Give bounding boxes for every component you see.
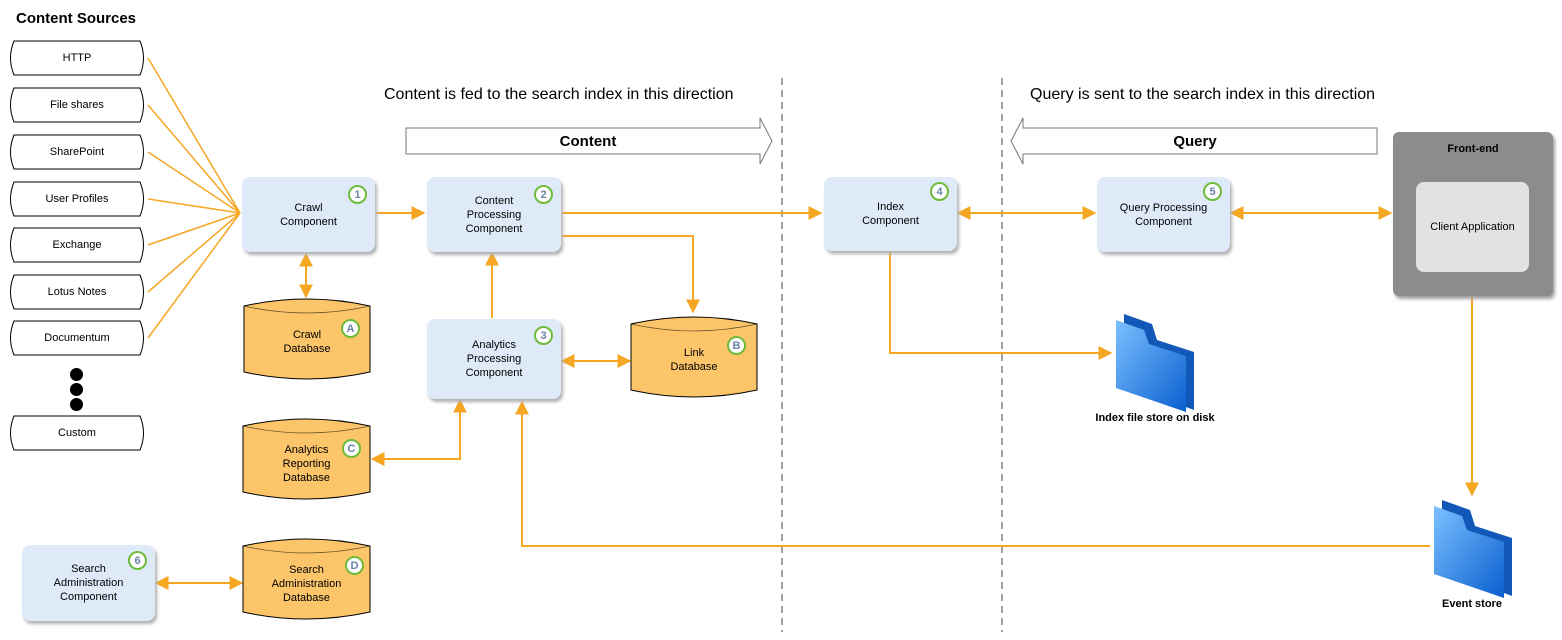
index-file-store-caption: Index file store on disk: [1095, 412, 1215, 424]
source-fan-lines: [147, 57, 241, 339]
front-end-container: Front-end Client Application: [1393, 132, 1553, 296]
content-processing-badge: 2: [534, 185, 553, 204]
query-processing-component: Query Processing Component 5: [1097, 177, 1230, 252]
index-component: Index Component 4: [824, 177, 957, 251]
content-arrow-label: Content: [559, 132, 617, 150]
crawl-database-label: Crawl Database: [283, 329, 331, 355]
event-store-icon: [1434, 500, 1512, 598]
search-administration-label: Search Administration Component: [53, 563, 124, 603]
search-administration-badge: 6: [128, 551, 147, 570]
analytics-processing-component: Analytics Processing Component 3: [427, 319, 561, 399]
search-administration-component: Search Administration Component 6: [22, 545, 155, 621]
analytics-reporting-link: [370, 398, 467, 466]
event-store-caption: Event store: [1442, 598, 1502, 610]
crawl-database-shape: [243, 298, 371, 380]
analytics-processing-badge: 3: [534, 326, 553, 345]
content-arrow-shape: [405, 117, 773, 165]
source-custom: Custom: [58, 427, 96, 439]
content-processing-label: Content Processing Component: [465, 194, 523, 235]
crawl-component-badge: 1: [348, 185, 367, 204]
crawl-component-label: Crawl Component: [280, 201, 337, 228]
source-http: HTTP: [62, 52, 92, 64]
analytics-reporting-database-label: Analytics Reporting Database: [282, 444, 331, 484]
link-database-badge: B: [727, 336, 746, 355]
query-arrow-label: Query: [1173, 132, 1217, 150]
query-processing-label: Query Processing Component: [1119, 201, 1208, 228]
content-direction-text: Content is fed to the search index in th…: [384, 86, 734, 103]
index-file-store-icon: [1116, 314, 1194, 412]
crawl-database-badge: A: [341, 319, 360, 338]
source-lotus-notes: Lotus Notes: [47, 286, 107, 298]
more-sources-ellipsis: [66, 366, 86, 413]
link-database-label: Link Database: [670, 347, 718, 373]
content-processing-component: Content Processing Component 2: [427, 177, 561, 252]
client-application[interactable]: Client Application: [1416, 182, 1529, 272]
content-sources-title: Content Sources: [16, 10, 137, 27]
source-shapes: [10, 40, 144, 451]
event-store-to-analytics: [515, 400, 1430, 547]
query-processing-badge: 5: [1203, 182, 1222, 201]
index-component-badge: 4: [930, 182, 949, 201]
search-admin-database-badge: D: [345, 556, 364, 575]
source-sharepoint: SharePoint: [49, 146, 105, 158]
index-component-label: Index Component: [862, 201, 919, 227]
source-file-shares: File shares: [50, 99, 104, 111]
search-admin-database-shape: [242, 538, 371, 620]
front-end-title: Front-end: [1447, 143, 1499, 155]
query-direction-text: Query is sent to the search index in thi…: [1030, 86, 1376, 103]
search-admin-database-label: Search Administration Database: [271, 564, 342, 604]
query-arrow-shape: [1010, 117, 1378, 165]
index-to-file-store: [889, 251, 1113, 360]
analytics-processing-label: Analytics Processing Component: [465, 339, 523, 379]
source-exchange: Exchange: [52, 239, 102, 251]
analytics-reporting-database-badge: C: [342, 439, 361, 458]
link-database-shape: [630, 316, 758, 398]
source-documentum: Documentum: [44, 332, 110, 344]
crawl-component: Crawl Component 1: [242, 177, 375, 252]
source-user-profiles: User Profiles: [45, 193, 109, 205]
analytics-reporting-database-shape: [242, 418, 371, 500]
content-processing-to-link-db: [562, 235, 700, 314]
